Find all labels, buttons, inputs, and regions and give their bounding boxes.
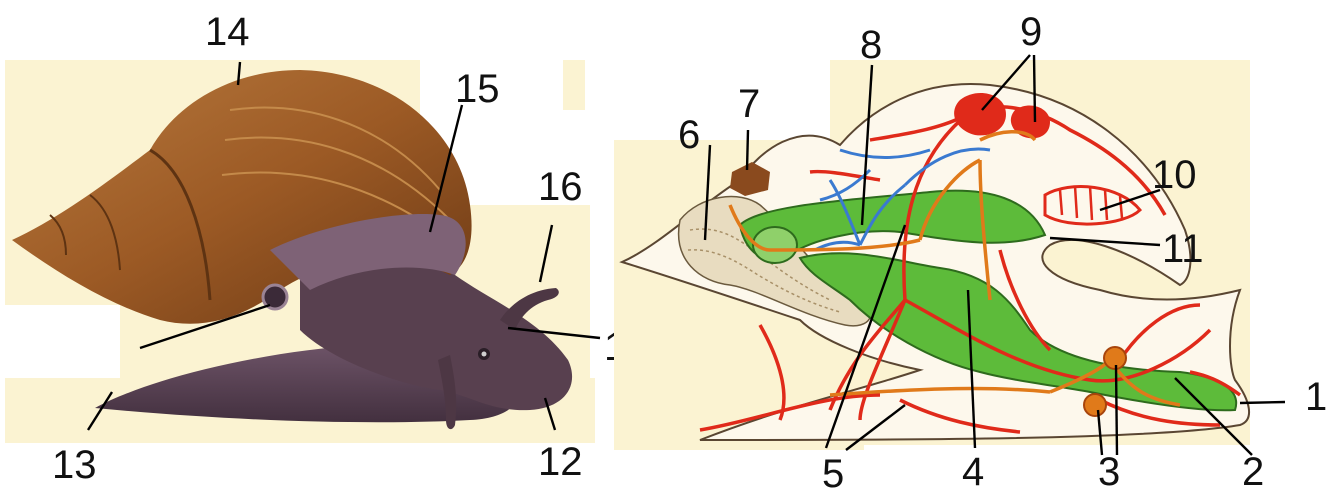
label-11: 11 — [1162, 227, 1204, 271]
label-14: 14 — [205, 10, 250, 54]
background-patch — [563, 60, 585, 110]
leader-line — [747, 130, 748, 170]
leader-line — [1034, 55, 1035, 122]
label-8: 8 — [860, 23, 882, 67]
label-6: 6 — [678, 113, 700, 157]
internal-view: 1 2 3 4 5 6 7 8 9 10 11 — [614, 10, 1327, 490]
label-9: 9 — [1020, 10, 1042, 54]
label-10: 10 — [1152, 153, 1197, 197]
eye-highlight — [482, 352, 487, 357]
label-13: 13 — [52, 443, 97, 487]
label-2: 2 — [1242, 450, 1264, 490]
leader-line — [1116, 365, 1117, 455]
label-5: 5 — [822, 452, 844, 490]
label-12: 12 — [538, 440, 583, 484]
ganglion — [1084, 394, 1106, 416]
label-3: 3 — [1098, 450, 1120, 490]
label-15: 15 — [455, 67, 500, 111]
leader-line — [1240, 402, 1285, 403]
label-7: 7 — [738, 82, 760, 126]
external-view: 14 15 16 17 12 13 — [5, 10, 649, 487]
label-4: 4 — [962, 450, 984, 490]
label-1: 1 — [1305, 375, 1327, 419]
label-16: 16 — [538, 165, 583, 209]
